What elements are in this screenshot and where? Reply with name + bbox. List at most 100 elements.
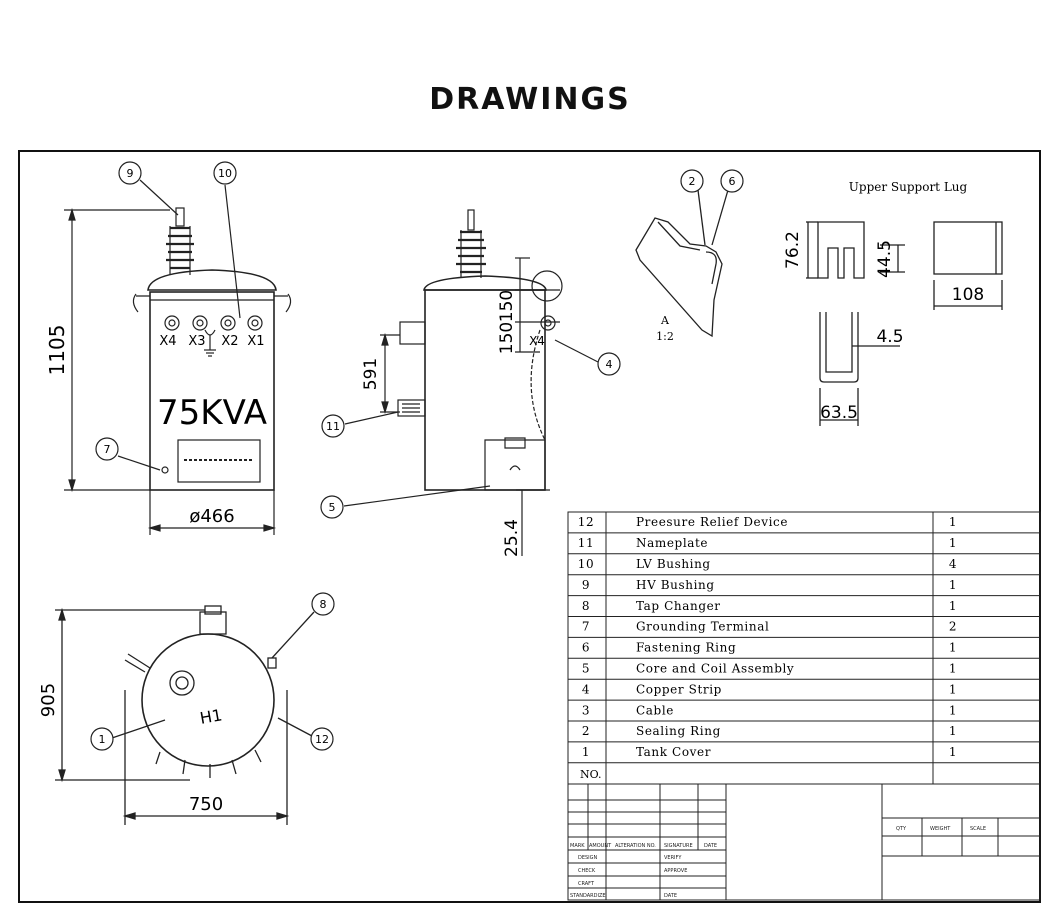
terminal-label-x1: X1 — [247, 334, 264, 349]
top-view-label: H1 — [198, 705, 223, 728]
parts-row-name: Tank Cover — [636, 745, 711, 759]
side-view — [343, 209, 599, 556]
tb-rev-alteration: ALTERATION NO. — [615, 843, 656, 849]
tb-rev-amount: AMOUNT — [589, 843, 612, 849]
lug-dim-44-5: 44.5 — [875, 240, 895, 278]
lug-dim-4-5: 4.5 — [876, 327, 903, 347]
callout-6-circle — [720, 169, 744, 193]
tb-weight: WEIGHT — [930, 826, 951, 832]
front-view — [64, 179, 292, 535]
tb-craft: CRAFT — [578, 881, 595, 887]
support-lug-drawing — [806, 221, 1003, 426]
callout-9-circle — [118, 161, 142, 185]
lug-dim-76-2: 76.2 — [783, 231, 803, 269]
lug-dim-63-5: 63.5 — [820, 403, 858, 423]
parts-row-name: Sealing Ring — [636, 724, 721, 738]
terminal-label-x3: X3 — [188, 334, 205, 349]
side-terminal-label: X4 — [529, 334, 545, 348]
callout-6: 6 — [729, 175, 736, 188]
callout-5-circle — [320, 495, 344, 519]
parts-row-qty: 4 — [949, 557, 957, 571]
parts-row-name: Preesure Relief Device — [636, 515, 788, 529]
tb-standardize: STANDARDIZE — [570, 893, 606, 899]
tb-rev-date: DATE — [704, 843, 717, 849]
top-dim-905: 905 — [38, 683, 59, 717]
parts-row-qty: 1 — [949, 536, 957, 550]
callout-11: 11 — [326, 420, 340, 433]
tb-rev-signature: SIGNATURE — [664, 843, 693, 849]
top-dim-750: 750 — [189, 794, 223, 815]
parts-row-no: 9 — [582, 578, 590, 592]
callout-10: 10 — [218, 167, 232, 180]
callout-10-circle — [213, 161, 237, 185]
parts-row-no: 1 — [582, 745, 590, 759]
parts-row-name: Nameplate — [636, 536, 708, 550]
parts-row-name: HV Bushing — [636, 578, 715, 592]
top-view — [55, 605, 315, 825]
parts-row-no: 6 — [582, 641, 590, 655]
callout-2-circle — [680, 169, 704, 193]
callout-4-circle — [597, 352, 621, 376]
tb-check: CHECK — [578, 868, 596, 874]
parts-row-qty: 1 — [949, 682, 957, 696]
page-title: DRAWINGS — [429, 82, 631, 117]
terminal-label-x2: X2 — [221, 334, 238, 349]
parts-row-name: Grounding Terminal — [636, 620, 769, 634]
tb-design: DESIGN — [578, 855, 598, 861]
side-dim-150-bottom: 150 — [497, 322, 517, 354]
lug-dim-108: 108 — [952, 285, 984, 305]
title-block — [567, 783, 1041, 901]
parts-row-name: Fastening Ring — [636, 641, 736, 655]
callout-8-circle — [311, 592, 335, 616]
parts-row-name: Copper Strip — [636, 682, 722, 696]
parts-row-qty: 1 — [949, 703, 957, 717]
parts-row-name: Tap Changer — [636, 599, 721, 613]
tb-approve: APPROVE — [664, 868, 687, 874]
parts-row-no: 10 — [578, 557, 594, 571]
callout-12: 12 — [315, 733, 329, 746]
parts-row-qty: 1 — [949, 724, 957, 738]
callout-4: 4 — [606, 358, 613, 371]
terminal-label-x4: X4 — [159, 334, 176, 349]
parts-row-name: Core and Coil Assembly — [636, 662, 794, 676]
side-dim-25-4: 25.4 — [502, 519, 522, 557]
parts-row-no: 5 — [582, 662, 590, 676]
callout-9: 9 — [127, 167, 134, 180]
detail-a-scale: 1:2 — [656, 330, 674, 343]
kva-rating-label: 75KVA — [157, 393, 267, 433]
side-dim-150-top: 150 — [497, 290, 517, 322]
callout-2: 2 — [689, 175, 696, 188]
parts-row-no: 2 — [582, 724, 590, 738]
parts-row-no: 12 — [578, 515, 594, 529]
tb-rev-mark: MARK — [570, 843, 585, 849]
callout-12-circle — [310, 727, 334, 751]
parts-row-qty: 1 — [949, 662, 957, 676]
parts-row-name: Cable — [636, 703, 674, 717]
parts-row-qty: 1 — [949, 578, 957, 592]
tb-qty: QTY — [896, 826, 907, 832]
callout-1: 1 — [99, 733, 106, 746]
parts-row-no: 11 — [578, 536, 594, 550]
parts-row-qty: 1 — [949, 745, 957, 759]
parts-row-no: 7 — [582, 620, 590, 634]
detail-a — [635, 189, 729, 338]
callout-7: 7 — [104, 443, 111, 456]
callout-5: 5 — [329, 501, 336, 514]
parts-row-qty: 2 — [949, 620, 957, 634]
tb-verify: VERIFY — [664, 855, 682, 861]
tb-date: DATE — [664, 893, 677, 899]
parts-row-qty: 1 — [949, 641, 957, 655]
callout-7-circle — [95, 437, 119, 461]
front-height-dim: 1105 — [45, 325, 69, 376]
callout-1-circle — [90, 727, 114, 751]
side-dim-591: 591 — [361, 358, 381, 390]
callout-11-circle — [321, 414, 345, 438]
parts-row-no: 4 — [582, 682, 590, 696]
parts-row-name: LV Bushing — [636, 557, 711, 571]
detail-a-label: A — [660, 314, 670, 327]
parts-row-qty: 1 — [949, 515, 957, 529]
parts-row-no: 8 — [582, 599, 590, 613]
parts-row-no: 3 — [582, 703, 590, 717]
